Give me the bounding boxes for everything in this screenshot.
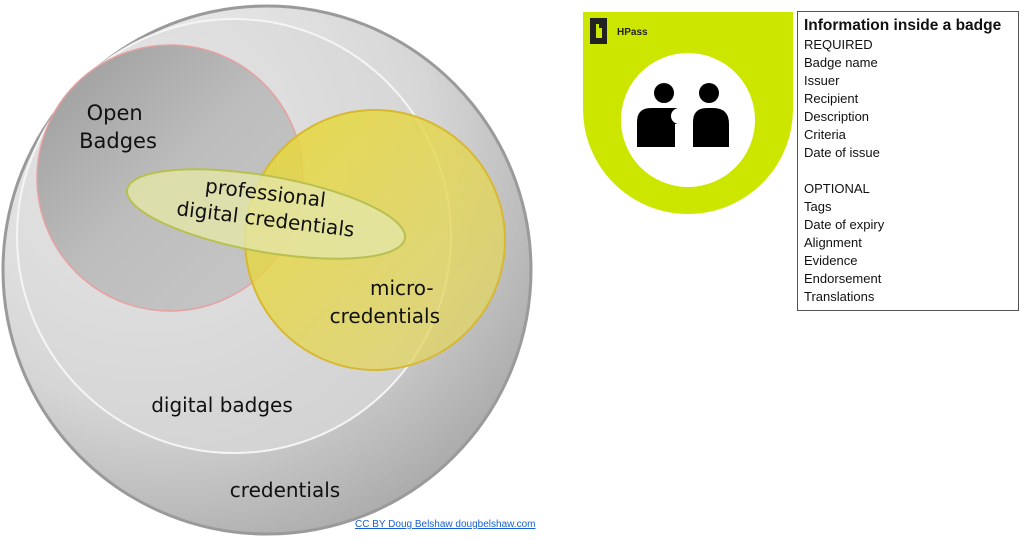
info-title: Information inside a badge [804, 17, 1002, 34]
optional-item: Evidence [804, 253, 858, 268]
optional-item: Date of expiry [804, 217, 885, 232]
hpass-brand: HPass [617, 27, 648, 38]
optional-item: Tags [804, 199, 832, 214]
badge-info-panel: Information inside a badge REQUIRED Badg… [797, 11, 1019, 311]
optional-heading: OPTIONAL [804, 181, 870, 196]
required-item: Issuer [804, 73, 840, 88]
optional-item: Translations [804, 289, 875, 304]
required-heading: REQUIRED [804, 37, 873, 52]
micro-credentials-label: micro- credentials [330, 276, 440, 328]
hpass-logo-icon [590, 18, 607, 44]
required-item: Criteria [804, 127, 846, 142]
professional-credentials-ellipse [125, 168, 407, 260]
required-item: Description [804, 109, 870, 124]
required-item: Badge name [804, 55, 878, 70]
digital-badges-label: digital badges [151, 393, 293, 417]
required-item: Date of issue [804, 145, 880, 160]
optional-item: Alignment [804, 235, 862, 250]
open-badges-label: Open Badges [79, 101, 157, 153]
required-item: Recipient [804, 91, 859, 106]
credit-link[interactable]: CC BY Doug Belshaw dougbelshaw.com [355, 519, 536, 530]
people-icon [637, 83, 729, 147]
optional-item: Endorsement [804, 271, 882, 286]
credentials-label: credentials [230, 478, 340, 502]
hpass-badge: HPass [583, 12, 793, 214]
venn-diagram: Open Badges professional digital credent… [1, 4, 533, 536]
